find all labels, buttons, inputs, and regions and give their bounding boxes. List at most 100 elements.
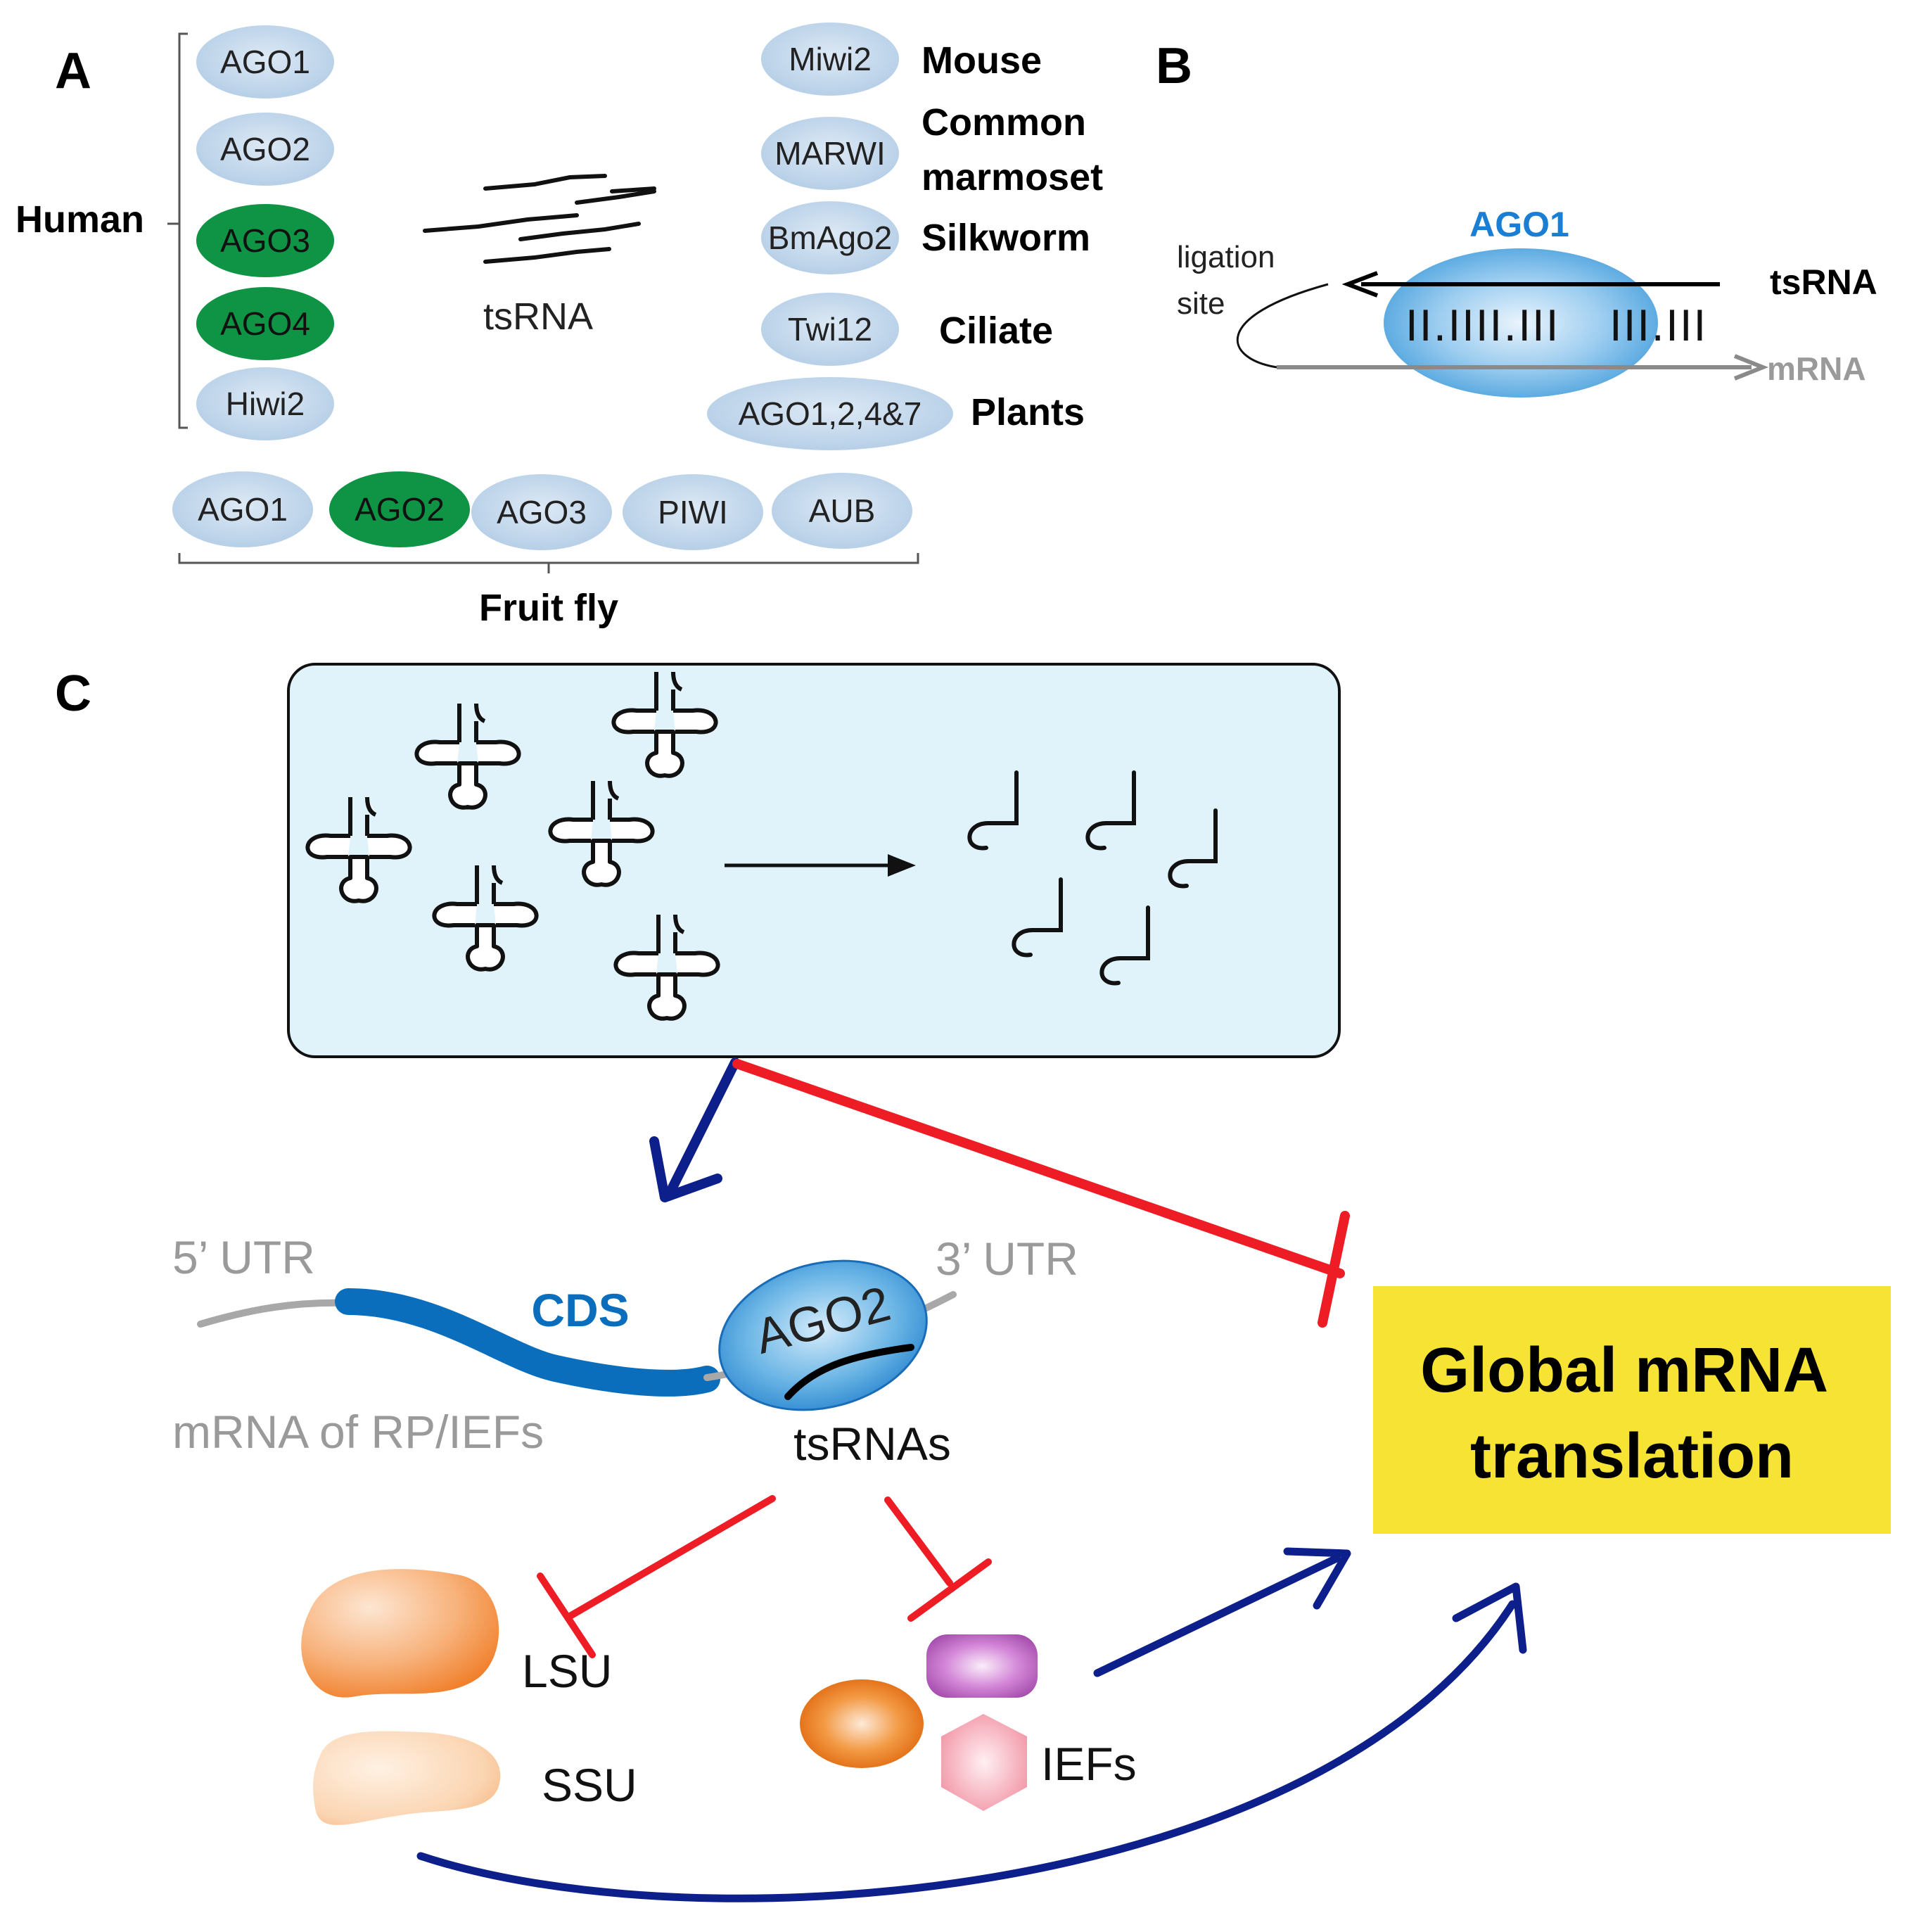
- iefs-label: IEFs: [1041, 1738, 1137, 1790]
- cds-segment: [335, 1288, 720, 1397]
- protein-label-bmago2: BmAgo2: [768, 220, 892, 256]
- tsrnas-label: tsRNAs: [793, 1418, 951, 1470]
- tsrnas-inhibit-lsu-bar: [537, 1572, 596, 1658]
- panel-label-c: C: [55, 666, 91, 722]
- tsrna-arrowhead: [1341, 271, 1379, 298]
- protein-ellipse-miwi2: [761, 23, 899, 96]
- trna-icon: [432, 865, 539, 972]
- fly-protein-list: AGO1 AGO2 AGO3 PIWI AUB: [172, 471, 912, 550]
- human-label: Human: [15, 198, 144, 241]
- ligation-site-label: ligation site: [1177, 240, 1284, 321]
- protein-ellipse-fly-ago2: [329, 471, 470, 547]
- fly-bracket: [178, 553, 919, 573]
- protein-ellipse-human-ago2: [196, 113, 334, 186]
- global-translation-box: [1373, 1286, 1891, 1534]
- tsrna-hook-group: [967, 770, 1218, 986]
- utr3-label: 3’ UTR: [936, 1233, 1078, 1285]
- tsrna-label: tsRNA: [483, 295, 593, 338]
- trna-icon: [305, 796, 412, 903]
- trna-icon: [548, 780, 655, 887]
- base-pairing-left: II.IIII.III: [1405, 302, 1560, 351]
- trna-cloverleaf-group: [305, 671, 720, 1021]
- panel-label-b: B: [1156, 38, 1192, 94]
- protein-label-fly-ago1: AGO1: [198, 491, 288, 528]
- protein-ellipse-fly-aub: [772, 473, 912, 549]
- protein-label-fly-aub: AUB: [809, 492, 876, 529]
- species-label-silkworm: Silkworm: [921, 217, 1090, 259]
- lsu-label: LSU: [522, 1645, 612, 1697]
- ribosome-to-translation-arrow: [416, 1600, 1517, 1902]
- species-protein-list: Miwi2 Mouse MARWI Common marmoset BmAgo2…: [707, 23, 1103, 450]
- protein-ellipse-human-hiwi2: [196, 367, 334, 440]
- species-label-mouse: Mouse: [921, 39, 1042, 82]
- cds-label: CDS: [531, 1284, 629, 1336]
- tsrna-hook-icon: [1085, 770, 1136, 851]
- box-inhibits-translation: [732, 1059, 1345, 1278]
- human-bracket: [167, 32, 188, 429]
- base-pairing-right: III.III: [1609, 302, 1707, 351]
- mrna-arrowhead: [1733, 354, 1769, 381]
- ief-orange-shape: [800, 1679, 924, 1768]
- ssu-shape: [313, 1731, 501, 1825]
- fly-label: Fruit fly: [479, 587, 618, 629]
- ssu-label: SSU: [542, 1759, 637, 1811]
- tsrna-hook-icon: [967, 770, 1019, 851]
- protein-ellipse-fly-ago3: [471, 474, 612, 550]
- tsrnas-inhibit-iefs: [884, 1496, 953, 1587]
- mrna-5utr-line: [197, 1299, 352, 1328]
- ago1-complex-label: AGO1: [1469, 205, 1569, 244]
- protein-ellipse-human-ago4: [196, 287, 334, 360]
- lsu-shape: [301, 1569, 499, 1698]
- global-translation-label: Global mRNA translation: [1420, 1335, 1844, 1492]
- protein-ellipse-fly-ago1: [172, 471, 313, 547]
- panel-b-tsrna-label: tsRNA: [1770, 262, 1877, 302]
- trna-icon: [611, 671, 718, 778]
- ief-purple-shape: [926, 1634, 1038, 1698]
- tsrna-hook-icon: [1012, 877, 1063, 958]
- protein-label-human-ago2: AGO2: [220, 131, 310, 167]
- utr5-label: 5’ UTR: [172, 1231, 315, 1283]
- protein-label-human-ago4: AGO4: [220, 305, 310, 342]
- tsrnas-inhibit-lsu: [568, 1495, 776, 1619]
- cell-box: [287, 663, 1341, 1058]
- species-label-plants: Plants: [971, 391, 1085, 433]
- box-to-ago2-arrowhead: [649, 1136, 722, 1202]
- iefs-to-translation-arrowhead: [1283, 1547, 1351, 1610]
- protein-ellipse-bmago2: [761, 201, 899, 274]
- protein-ellipse-plant-ago: [707, 377, 953, 450]
- panel-b-mrna-label: mRNA: [1767, 350, 1866, 387]
- species-label-common-marmoset: Common marmoset: [921, 101, 1103, 198]
- trna-icon: [613, 914, 720, 1021]
- tsrna-fragments-icon: [423, 174, 656, 264]
- tsrna-hook-icon: [1099, 905, 1150, 986]
- protein-label-human-ago1: AGO1: [220, 44, 310, 80]
- protein-label-fly-ago2: AGO2: [355, 491, 445, 528]
- mrna-rp-iefs-label: mRNA of RP/IEFs: [172, 1406, 544, 1458]
- ribosome-to-translation-arrowhead: [1452, 1582, 1527, 1654]
- ief-pink-shape: [941, 1714, 1027, 1811]
- species-label-ciliate: Ciliate: [939, 310, 1053, 352]
- tsrna-hook-icon: [1168, 808, 1218, 889]
- protein-label-human-hiwi2: Hiwi2: [226, 386, 305, 422]
- protein-label-marwi: MARWI: [774, 135, 886, 172]
- iefs-to-translation-arrow: [1093, 1554, 1341, 1677]
- box-to-ago2-arrow: [667, 1057, 740, 1194]
- human-protein-agolist: AGO1 AGO2 AGO3 AGO4 Hiwi2: [196, 25, 334, 440]
- panel-label-a: A: [55, 43, 91, 99]
- cleavage-arrowhead: [888, 854, 916, 877]
- protein-ellipse-twi12: [761, 293, 899, 366]
- protein-label-plant-ago: AGO1,2,4&7: [739, 395, 922, 432]
- ago2-bound-tsrna: [784, 1344, 914, 1400]
- tsrnas-inhibit-iefs-bar: [907, 1558, 992, 1622]
- protein-ellipse-fly-piwi: [623, 474, 763, 550]
- protein-label-fly-ago3: AGO3: [497, 494, 587, 530]
- protein-label-miwi2: Miwi2: [789, 41, 872, 77]
- protein-ellipse-human-ago3: [196, 204, 334, 277]
- protein-label-twi12: Twi12: [788, 311, 872, 348]
- protein-ellipse-marwi: [761, 117, 899, 190]
- protein-ellipse-human-ago1: [196, 25, 334, 98]
- trna-icon: [414, 703, 521, 810]
- ligation-loop: [1236, 283, 1329, 369]
- ago2-complex: [718, 1259, 928, 1411]
